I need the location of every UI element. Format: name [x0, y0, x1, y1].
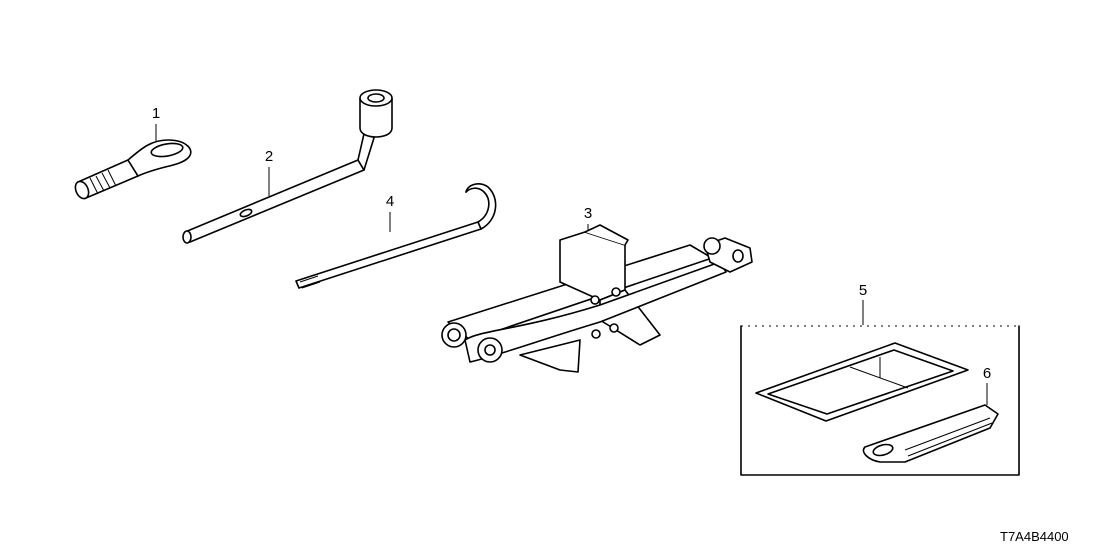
callout-4: 4	[385, 193, 395, 210]
jack-handle-drawing	[295, 183, 497, 289]
callout-3: 3	[583, 205, 593, 222]
callout-1: 1	[151, 105, 161, 122]
wedge-drawing	[862, 404, 999, 463]
callout-5: 5	[858, 282, 868, 299]
tool-kit-box	[740, 325, 1020, 476]
callout-2: 2	[264, 148, 274, 165]
jack-drawing	[441, 224, 753, 373]
diagram-code: T7A4B4400	[1000, 529, 1069, 544]
callout-6: 6	[982, 365, 992, 382]
owner-manual-drawing	[755, 342, 969, 422]
wheel-wrench-drawing	[182, 89, 393, 244]
tow-hook-drawing	[74, 139, 192, 200]
